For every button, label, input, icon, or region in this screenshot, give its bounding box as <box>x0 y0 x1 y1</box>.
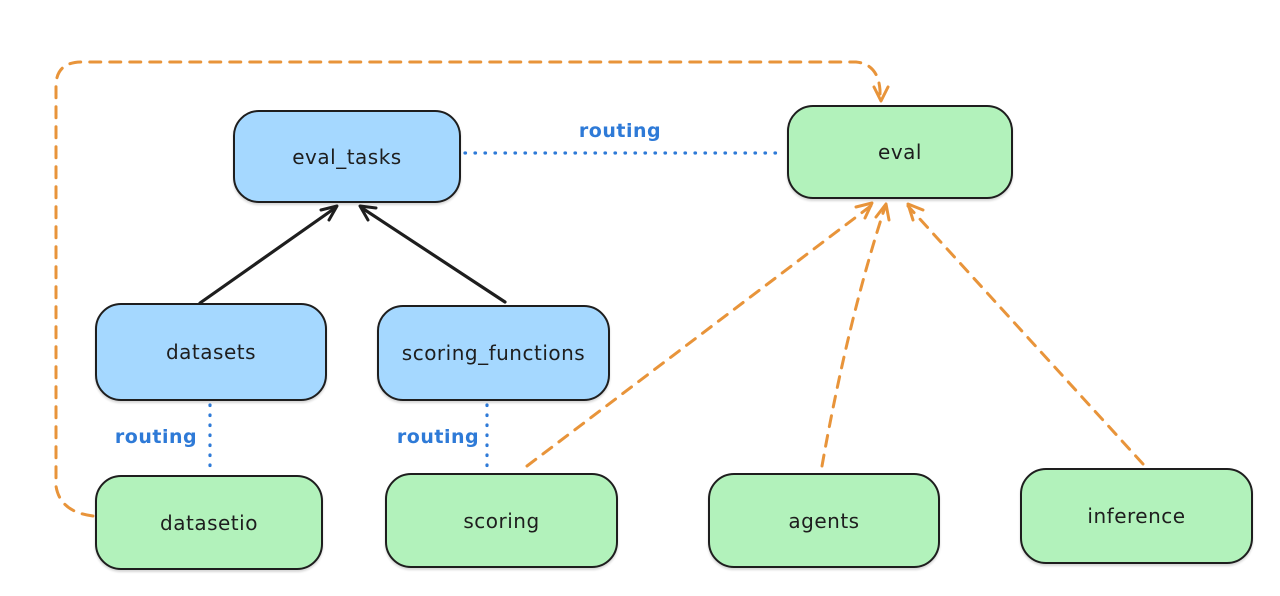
node-eval-label: eval <box>878 140 922 164</box>
routing-label-datasets-datasetio: routing <box>114 426 198 448</box>
node-eval-tasks: eval_tasks <box>233 110 461 203</box>
arrowhead-inference-to-eval <box>906 202 925 222</box>
edge-datasets-to-eval-tasks <box>198 206 337 305</box>
arrowhead-scoring-to-eval <box>854 201 874 220</box>
edge-inference-to-eval <box>906 204 1145 466</box>
node-inference-label: inference <box>1087 504 1186 528</box>
routing-label-eval-tasks-eval: routing <box>578 120 662 142</box>
node-datasets-label: datasets <box>165 340 257 364</box>
node-agents-label: agents <box>788 508 860 533</box>
edge-scoring-functions-to-eval-tasks <box>360 206 507 304</box>
node-inference: inference <box>1020 468 1253 564</box>
edge-scoring-to-eval <box>525 203 874 468</box>
arrowhead-datasetio-to-eval <box>872 85 890 103</box>
routing-label-scoring-functions-scoring: routing <box>396 426 480 448</box>
node-agents: agents <box>708 473 940 568</box>
arrowhead-agents-to-eval <box>874 202 891 222</box>
node-scoring-label: scoring <box>463 508 540 533</box>
node-datasetio-label: datasetio <box>160 510 258 535</box>
arrowhead-scoring-functions-to-eval-tasks <box>358 204 378 222</box>
node-eval: eval <box>787 105 1013 199</box>
edge-datasetio-to-eval <box>54 60 882 518</box>
arrowhead-datasets-to-eval-tasks <box>319 204 339 222</box>
node-datasetio: datasetio <box>95 475 323 570</box>
node-eval-tasks-label: eval_tasks <box>292 144 402 169</box>
node-scoring: scoring <box>385 473 618 568</box>
node-scoring-functions: scoring_functions <box>377 305 610 401</box>
node-datasets: datasets <box>95 303 327 401</box>
edge-agents-to-eval <box>820 205 887 468</box>
node-scoring-functions-label: scoring_functions <box>401 341 586 365</box>
